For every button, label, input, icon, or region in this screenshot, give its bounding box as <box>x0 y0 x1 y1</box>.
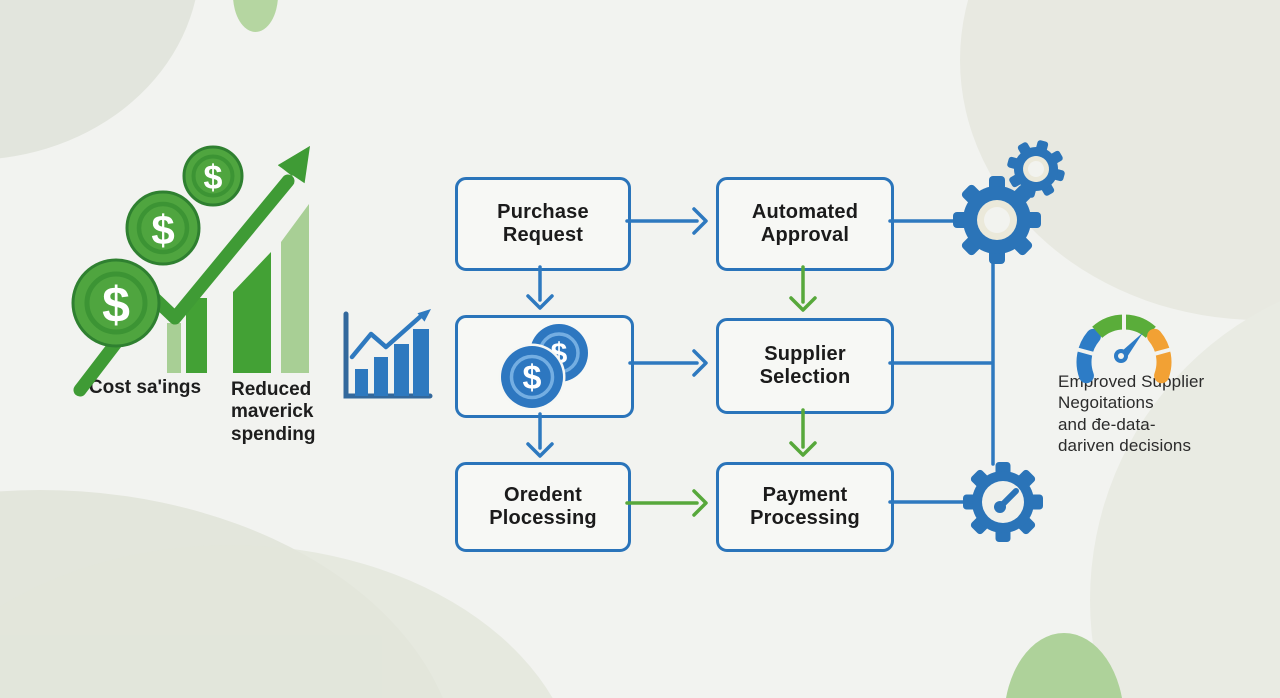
bar-chart-icon <box>343 309 433 399</box>
cost-savings-label: Cost sa'ings <box>88 377 202 398</box>
node-payment-processing-label: Payment Processing <box>750 483 860 529</box>
gauge-icon <box>1073 310 1175 384</box>
svg-text:$: $ <box>151 207 174 254</box>
bg-blob-bottom-left-b <box>0 545 580 698</box>
svg-text:$: $ <box>204 159 223 197</box>
bg-blob-top-left <box>0 0 200 160</box>
bg-blob-right-swoosh <box>1090 270 1280 698</box>
coin-front: $ <box>498 343 566 411</box>
dollar-coins-icon: $ $ <box>498 324 588 411</box>
dollar-coin-medium: $ <box>125 190 201 266</box>
svg-text:$: $ <box>102 277 130 333</box>
node-automated-approval-label: Automated Approval <box>751 200 859 246</box>
node-payment-processing: Payment Processing <box>716 462 894 552</box>
growth-arrow-icon <box>73 146 310 397</box>
supplier-negotiations-caption: Emproved Supplier Negoitations and đe-da… <box>1058 372 1205 456</box>
node-automated-approval: Automated Approval <box>716 177 894 271</box>
growth-chart-illustration: $ $ $ <box>71 145 310 397</box>
bg-blob-top-right <box>960 0 1280 320</box>
dollar-coin-large: $ <box>71 258 161 348</box>
node-supplier-selection: Supplier Selection <box>716 318 894 414</box>
gear-gauge-icon <box>963 462 1043 542</box>
node-purchase-request-label: Purchase Request <box>497 200 589 246</box>
svg-text:$: $ <box>523 359 542 397</box>
node-purchase-request: Purchase Request <box>455 177 631 271</box>
reduced-spending-label: Reduced maverick spending <box>231 379 316 445</box>
node-payment-coins: $ $ <box>455 315 634 418</box>
node-supplier-selection-label: Supplier Selection <box>759 342 851 388</box>
dollar-coin-small: $ <box>182 145 244 207</box>
node-order-processing-label: Oredent Plocessing <box>489 483 597 529</box>
bg-blob-top-dot <box>233 0 278 32</box>
node-order-processing: Oredent Plocessing <box>455 462 631 552</box>
